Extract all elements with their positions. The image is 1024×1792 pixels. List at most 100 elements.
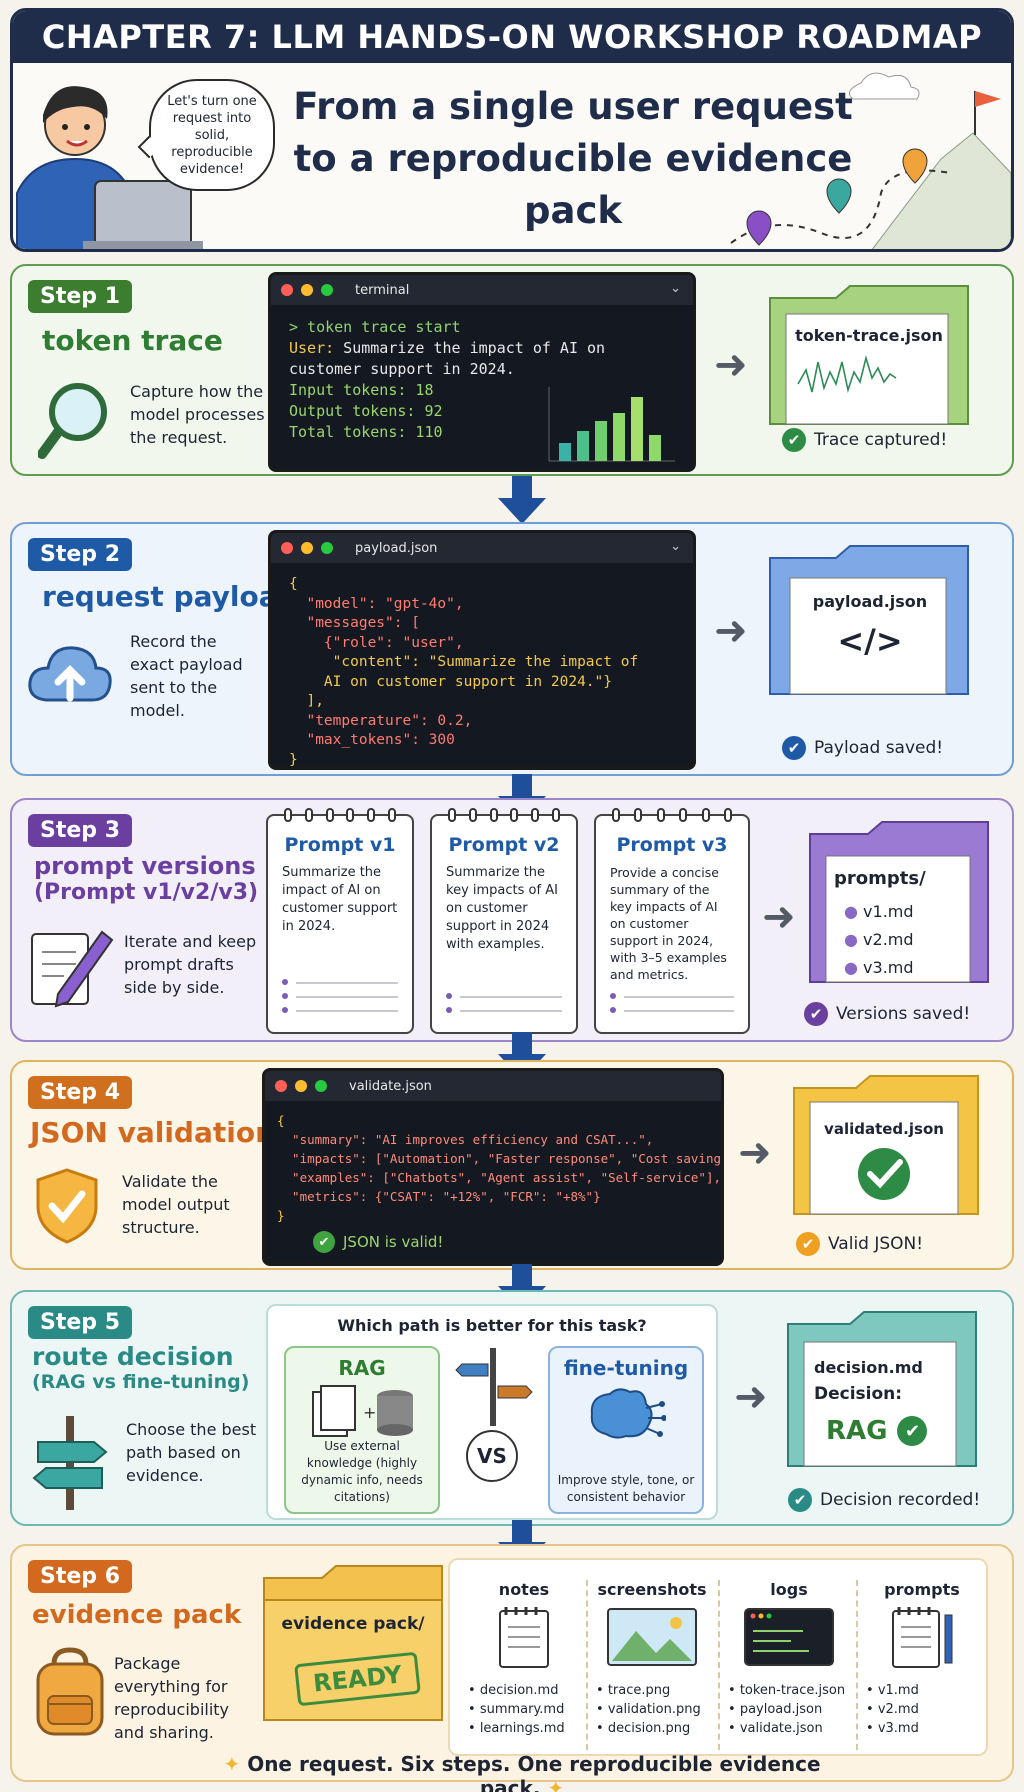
placeholder-lines	[610, 984, 734, 1013]
rag-text: Use external knowledge (highly dynamic i…	[301, 1439, 423, 1504]
down-arrow-icon	[498, 476, 546, 524]
evidence-contents: notes decision.md summary.md learnings.m…	[448, 1558, 988, 1756]
page-subtitle: From a single user request to a reproduc…	[293, 81, 853, 237]
notebook-rings	[284, 808, 396, 822]
step-3-title: prompt versions (Prompt v1/v2/v3)	[34, 852, 258, 905]
minimize-dot	[295, 1080, 307, 1092]
list-item: decision.md	[468, 1681, 584, 1700]
close-dot	[281, 542, 293, 554]
check-icon: ✔	[804, 1002, 828, 1026]
code-line: "summary": "AI improves efficiency and C…	[277, 1132, 654, 1147]
code-line: "examples": ["Chatbots", "Agent assist",…	[277, 1170, 722, 1185]
code-line: "temperature": 0.2,	[289, 712, 473, 729]
step-5-desc: Choose the best path based on evidence.	[126, 1420, 257, 1485]
roadmap-path-icon	[730, 72, 1011, 249]
flow-arrow-icon: ➜	[762, 894, 796, 940]
json-valid-text: JSON is valid!	[343, 1233, 444, 1251]
step-4-title: JSON validation	[30, 1116, 275, 1149]
svg-text:+: +	[363, 1403, 376, 1422]
step-3-subtitle: (Prompt v1/v2/v3)	[34, 880, 259, 905]
divider	[856, 1580, 858, 1750]
down-arrow-icon	[498, 1264, 546, 1312]
placeholder-lines	[446, 984, 562, 1013]
check-icon: ✔	[796, 1232, 820, 1256]
validate-code: { "summary": "AI improves efficiency and…	[265, 1101, 721, 1235]
step-5-status: ✔ Decision recorded!	[788, 1488, 980, 1512]
document-pen-icon	[31, 930, 114, 1008]
decision-value: RAG ✔	[826, 1416, 928, 1446]
prompt-v2-text: Summarize the key impacts of AI on custo…	[446, 865, 558, 952]
code-line: "max_tokens": 300	[289, 732, 455, 748]
prompts-folder-label: prompts/	[834, 868, 926, 889]
purple-folder-icon	[809, 821, 989, 983]
close-dot	[275, 1080, 287, 1092]
placeholder-lines	[282, 970, 398, 1013]
maximize-dot	[315, 1080, 327, 1092]
list-item: v2.md	[866, 1700, 982, 1719]
prompt-v3-text: Provide a concise summary of the key imp…	[610, 865, 727, 982]
step-3-status: ✔ Versions saved!	[804, 1002, 970, 1026]
backpack-icon	[36, 1647, 104, 1736]
notebook-rings	[448, 808, 560, 822]
file-item: ● v3.md	[844, 958, 914, 977]
prompt-v1-card: Prompt v1 Summarize the impact of AI on …	[266, 808, 414, 1034]
list-item: validation.png	[596, 1700, 712, 1719]
code-line: "model": "gpt-4o",	[289, 595, 464, 612]
notes-list: decision.md summary.md learnings.md	[464, 1681, 584, 1738]
prompt-v2-card: Prompt v2 Summarize the key impacts of A…	[430, 808, 578, 1034]
step-6-desc: Package everything for reproducibility a…	[114, 1654, 230, 1742]
crossroads-sign-icon	[455, 1348, 533, 1426]
step-1-badge: Step 1	[28, 280, 132, 313]
step-6-card: Step 6 evidence pack Package everything …	[10, 1544, 1014, 1792]
file-item: ● v1.md	[844, 902, 914, 921]
total-tokens: Total tokens: 110	[289, 423, 443, 441]
check-icon: ✔	[782, 736, 806, 760]
prompts-file-list: ● v1.md ● v2.md ● v3.md	[844, 898, 914, 982]
prompt-v1-text: Summarize the impact of AI on customer s…	[282, 865, 398, 934]
workshop-person-icon	[16, 86, 203, 249]
step-3-title-text: prompt versions	[34, 852, 256, 880]
validate-json-window: validate.json { "summary": "AI improves …	[262, 1068, 724, 1266]
prompt-v3-card: Prompt v3 Provide a concise summary of t…	[594, 808, 750, 1034]
output-tokens: Output tokens: 92	[289, 402, 443, 420]
notebook-rings	[612, 808, 732, 822]
signpost-icon	[32, 1416, 108, 1510]
flow-arrow-icon: ➜	[734, 1374, 768, 1420]
page-title: CHAPTER 7: LLM HANDS-ON WORKSHOP ROADMAP	[13, 11, 1011, 63]
maximize-dot	[321, 284, 333, 296]
footer-text: One request. Six steps. One reproducible…	[247, 1752, 821, 1792]
rag-title: RAG	[338, 1356, 386, 1380]
step-2-card: Step 2 request payload Record the exact …	[10, 522, 1014, 776]
trace-start-line: > token trace start	[289, 318, 461, 336]
check-icon: ✔	[788, 1488, 812, 1512]
decision-label: Decision:	[814, 1384, 903, 1404]
step-2-badge: Step 2	[28, 538, 132, 571]
shield-check-icon	[36, 1168, 98, 1244]
route-compare-panel: Which path is better for this task? RAG …	[266, 1304, 718, 1520]
terminal-log-icon	[744, 1608, 834, 1666]
list-item: decision.png	[596, 1719, 712, 1738]
vs-label: VS	[466, 1430, 518, 1482]
step-4-status-text: Valid JSON!	[828, 1234, 924, 1254]
divider	[718, 1580, 720, 1750]
step-1-card: Step 1 token trace Capture how the model…	[10, 264, 1014, 476]
step-1-status-text: Trace captured!	[814, 430, 948, 450]
file-name: v1.md	[863, 902, 914, 921]
validated-file-label: validated.json	[824, 1120, 944, 1138]
logs-category: logs token-trace.json payload.json valid…	[724, 1580, 854, 1738]
list-item: token-trace.json	[728, 1681, 854, 1700]
payload-code: { "model": "gpt-4o", "messages": [ {"rol…	[271, 563, 693, 767]
step-2-status-text: Payload saved!	[814, 738, 944, 758]
step-2-title: request payload	[42, 580, 298, 613]
screenshots-list: trace.png validation.png decision.png	[592, 1681, 712, 1738]
terminal-title: terminal	[355, 282, 410, 298]
terminal-window: terminal ⌄ > token trace start User: Sum…	[268, 272, 696, 472]
notepad-pen-icon	[892, 1607, 953, 1668]
list-item: validate.json	[728, 1719, 854, 1738]
window-menu-icon: ⌄	[670, 539, 681, 554]
down-arrow-icon	[498, 1032, 546, 1080]
payload-json-window: payload.json ⌄ { "model": "gpt-4o", "mes…	[268, 530, 696, 770]
cloud-upload-icon	[28, 646, 112, 702]
file-name: v3.md	[863, 958, 914, 977]
speech-bubble-text: Let's turn one request into solid, repro…	[167, 93, 257, 177]
